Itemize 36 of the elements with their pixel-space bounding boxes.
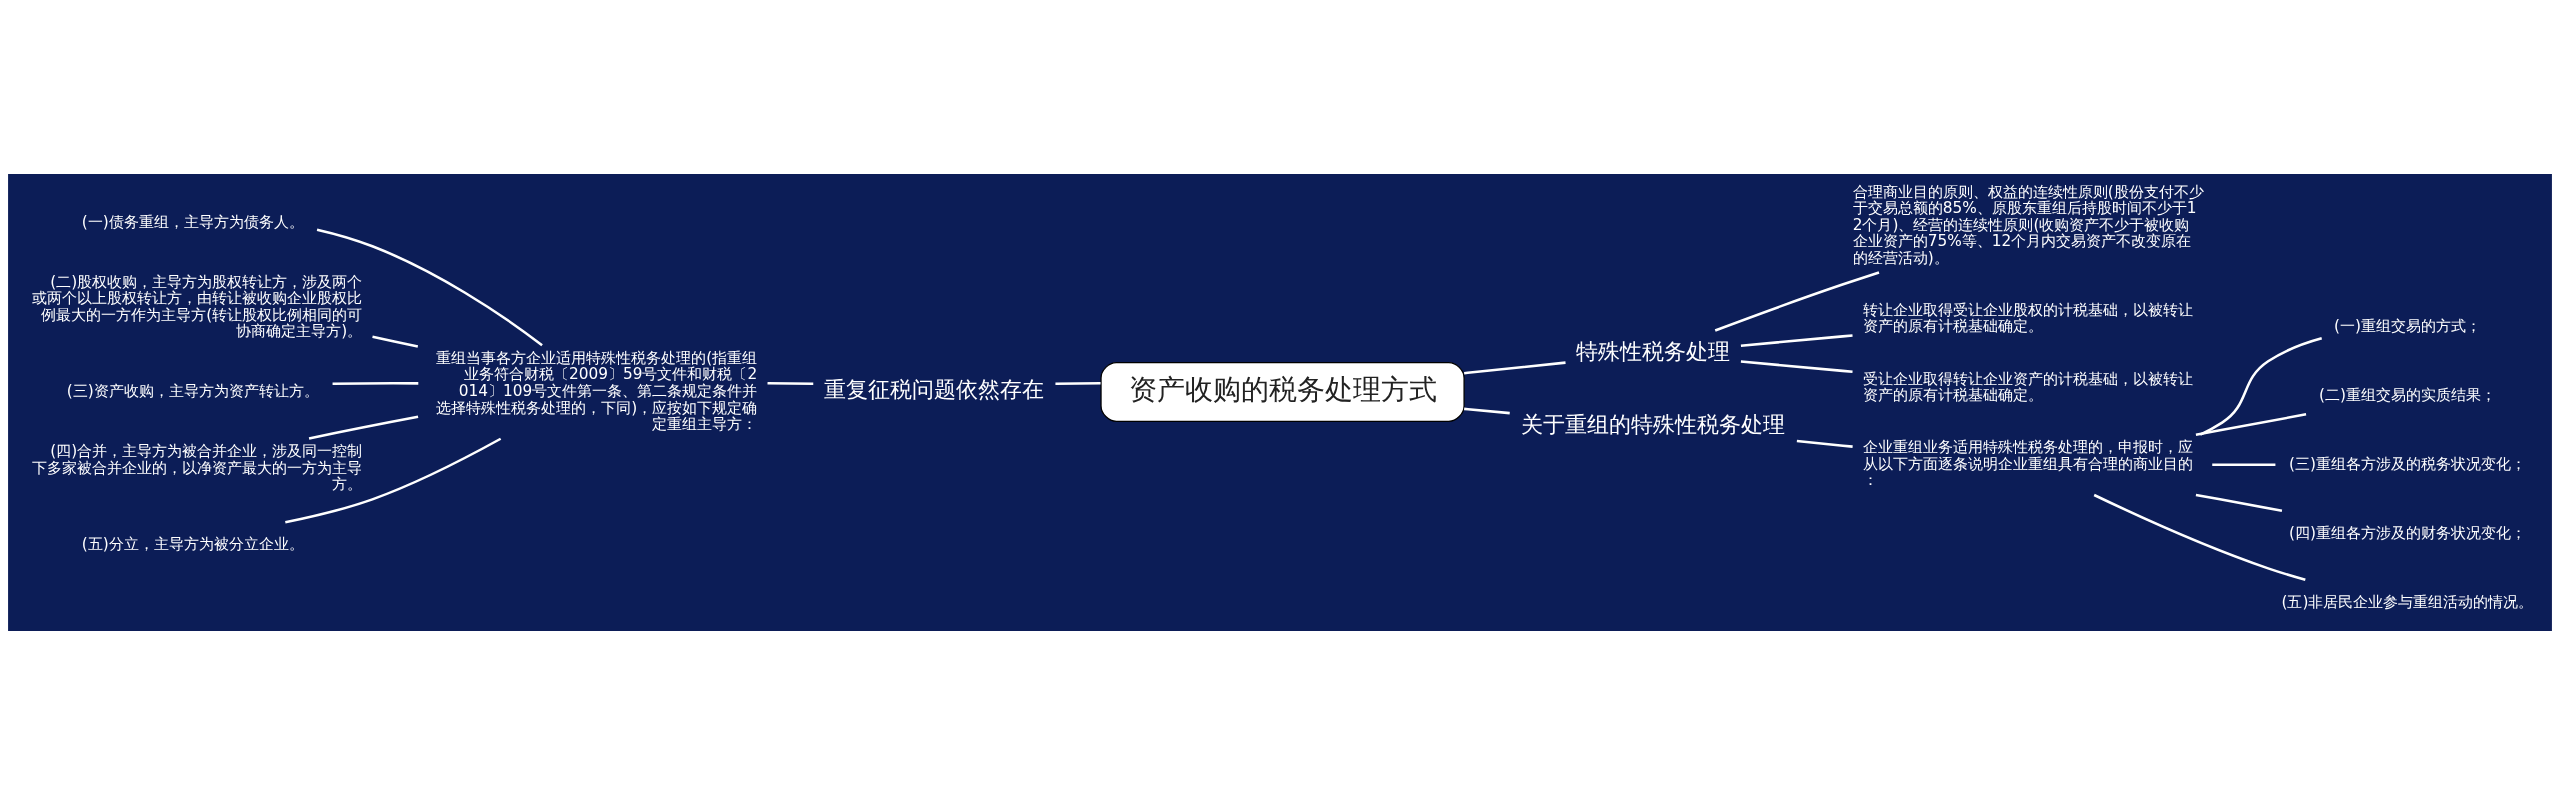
connector: [2093, 493, 2306, 582]
connector: [1714, 271, 1880, 332]
connector: [1796, 439, 1853, 448]
connector: [332, 382, 419, 385]
connector: [372, 335, 419, 348]
node-text: (五)分立，主导方为被分立企业。: [81, 535, 304, 554]
node-text: 合理商业目的原则、权益的连续性原则(股份支付不少于交易总额的85%、原股东重组后持股时间不少于12个月)、经营的连续性原则(收购资产不少于被收购企业资产的75%等、12个月内交易资产不改变原在的经营活动)。: [1852, 182, 2204, 267]
connector: [2195, 413, 2307, 436]
connector: [1464, 361, 1566, 375]
node-text: 关于重组的特殊性税务处理: [1521, 411, 1786, 437]
connector: [1464, 407, 1510, 415]
node-text: (二)重组交易的实质结果；: [2319, 385, 2496, 404]
connector: [308, 415, 419, 440]
connector: [1740, 334, 1853, 347]
node-text: (五)非居民企业参与重组活动的情况。: [2281, 592, 2534, 611]
node-box: 资产收购的税务处理方式: [1100, 361, 1465, 422]
connector: [1740, 360, 1853, 374]
connector: [2195, 493, 2283, 513]
node-text: 重复征税问题依然存在: [824, 377, 1045, 403]
connector: [767, 382, 814, 385]
node-text: 受让企业取得转让企业资产的计税基础，以被转让资产的原有计税基础确定。: [1862, 369, 2193, 405]
node-text: 重组当事各方企业适用特殊性税务处理的(指重组业务符合财税〔2009〕59号文件和财税〔2014〕109号文件第一条、第二条规定条件并选择特殊性税务处理的，下同)，应按如下规定确定重组主导方：: [436, 348, 758, 434]
connector: [316, 228, 543, 347]
node-text: (一)重组交易的方式；: [2334, 316, 2481, 335]
node-text: 转让企业取得受让企业股权的计税基础，以被转让资产的原有计税基础确定。: [1862, 300, 2193, 336]
node-text: (二)股权收购，主导方为股权转让方，涉及两个或两个以上股权转让方，由转让被收购企业股权比例最大的一方作为主导方(转让股权比例相同的可协商确定主导方)。: [32, 272, 363, 341]
node-text: 特殊性税务处理: [1576, 338, 1731, 364]
node-text: (四)重组各方涉及的财务状况变化；: [2289, 523, 2526, 542]
connector: [1055, 382, 1101, 385]
node-text: (四)合并，主导方为被合并企业，涉及同一控制下多家被合并企业的，以净资产最大的一方为主导方。: [32, 442, 363, 494]
node-text: (三)资产收购，主导方为资产转让方。: [66, 381, 319, 400]
connector: [285, 437, 502, 524]
node-text: 企业重组业务适用特殊性税务处理的，申报时，应从以下方面逐条说明企业重组具有合理的商业目的：: [1862, 438, 2193, 490]
node-text: (一)债务重组，主导方为债务人。: [81, 213, 304, 232]
node-text: (三)重组各方涉及的税务状况变化；: [2289, 454, 2526, 473]
connector: [2212, 463, 2276, 467]
